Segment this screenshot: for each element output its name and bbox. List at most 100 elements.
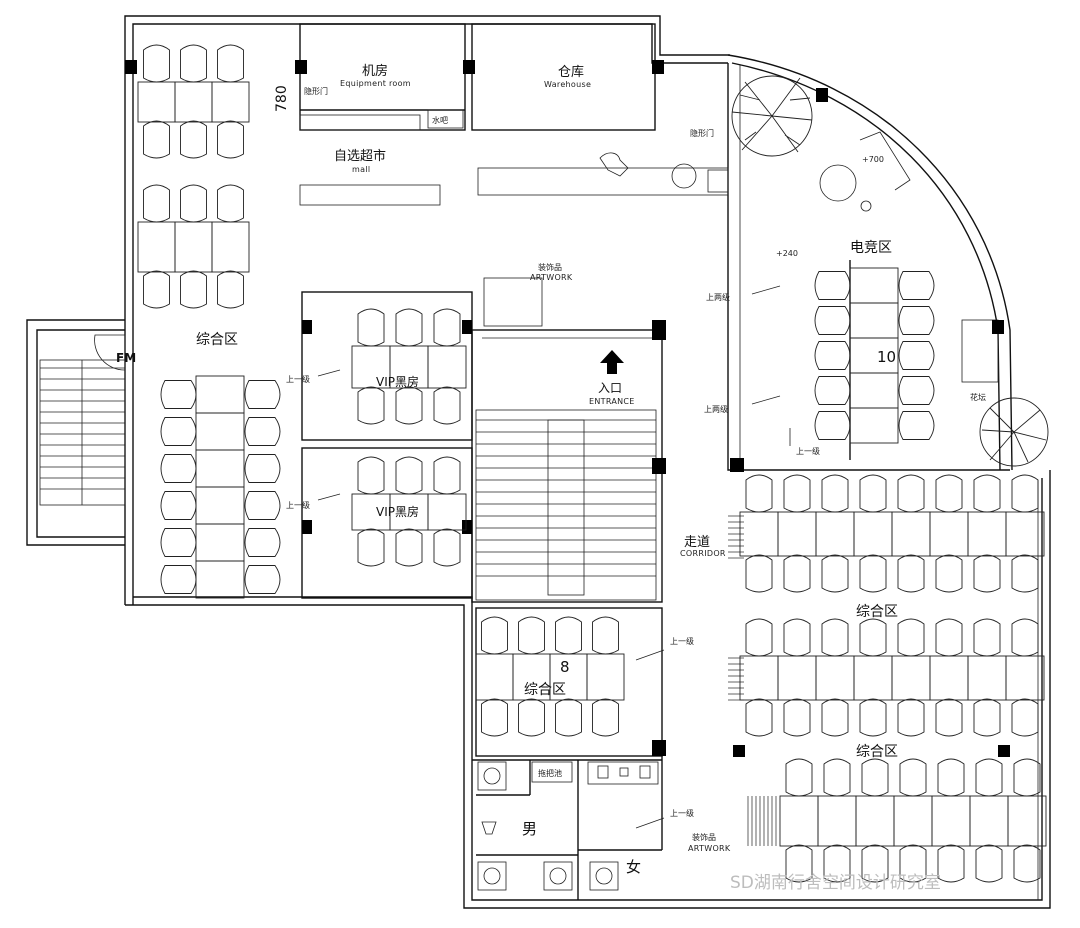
chair [518, 698, 545, 737]
chair [937, 844, 965, 883]
chair [897, 554, 925, 593]
chair [898, 341, 935, 370]
chair [785, 844, 813, 883]
chair [180, 44, 207, 83]
desk-segment [893, 795, 933, 847]
desk-segment [855, 795, 895, 847]
chair [244, 454, 281, 483]
chair [433, 386, 461, 425]
chair [783, 698, 811, 737]
west-stair [39, 359, 126, 506]
chair [481, 698, 508, 737]
chair [821, 474, 849, 513]
chair [160, 417, 197, 446]
chair [143, 44, 170, 83]
artwork-top-cn: 装饰品 [538, 262, 562, 272]
artwork-bottom-cn: 装饰品 [692, 832, 716, 842]
chair [160, 565, 197, 594]
chair [592, 698, 619, 737]
chair [1011, 698, 1039, 737]
chair [357, 386, 385, 425]
chair [975, 844, 1003, 883]
warehouse-title: 仓库 [558, 64, 584, 80]
desk-segment [967, 655, 1007, 701]
chair [935, 554, 963, 593]
chair [244, 565, 281, 594]
desk-segment [815, 511, 855, 557]
outer-walls [26, 15, 1051, 909]
chair [555, 698, 582, 737]
female-restroom-label: 女 [626, 858, 641, 876]
toilet-fixtures [477, 152, 729, 891]
chair [518, 616, 545, 655]
chair [935, 618, 963, 657]
desk-segment [586, 653, 625, 701]
vip-room-2-title: VIP黑房 [376, 504, 419, 519]
desk-segment [195, 375, 245, 414]
chair [357, 308, 385, 347]
central-stair-treads [476, 419, 656, 577]
desk-segment [777, 655, 817, 701]
chair [244, 528, 281, 557]
chair [973, 554, 1001, 593]
vip-room-1-title: VIP黑房 [376, 374, 419, 389]
desk-segment [195, 412, 245, 451]
chair [783, 554, 811, 593]
general-zone-east-2-title: 综合区 [856, 744, 898, 760]
up-one-label-vip2: 上一级 [286, 500, 310, 510]
planter-label: 花坛 [970, 392, 986, 402]
chair [160, 528, 197, 557]
chair [555, 616, 582, 655]
chair [897, 698, 925, 737]
up-one-label-vip1: 上一级 [286, 374, 310, 384]
chair [859, 618, 887, 657]
chair [433, 528, 461, 567]
tree-east [979, 397, 1049, 467]
chair [1011, 618, 1039, 657]
desk-segment [174, 81, 213, 123]
chair [395, 456, 423, 495]
chair [785, 758, 813, 797]
up-two-label-1: 上两级 [706, 292, 730, 302]
chair [861, 758, 889, 797]
structural-columns [125, 60, 1010, 757]
mall-en: mall [352, 165, 370, 174]
desk-segment [427, 345, 467, 389]
corridor-title: 走道 [684, 535, 710, 550]
desk-segment [931, 795, 971, 847]
chair [861, 844, 889, 883]
chair [814, 376, 851, 405]
up-one-label-mid: 上一级 [670, 636, 694, 646]
desk-segment [891, 511, 931, 557]
chair [357, 528, 385, 567]
desk-segment [849, 267, 899, 304]
chair [899, 844, 927, 883]
chair [859, 698, 887, 737]
chair [180, 184, 207, 223]
chair [217, 44, 244, 83]
desk-segment [137, 81, 176, 123]
chair [898, 376, 935, 405]
desk-segment [849, 407, 899, 444]
chair [814, 271, 851, 300]
chair [814, 306, 851, 335]
chair [1013, 758, 1041, 797]
chair [814, 411, 851, 440]
chair [973, 698, 1001, 737]
chair [814, 341, 851, 370]
fm-door-arc [94, 334, 126, 371]
equipment-room-en: Equipment room [340, 79, 411, 88]
chair [783, 618, 811, 657]
desk-segment [849, 302, 899, 339]
mall-title: 自选超市 [334, 148, 386, 164]
desk-segment [967, 511, 1007, 557]
desk-segment [777, 511, 817, 557]
chair [160, 454, 197, 483]
desk-segment [195, 523, 245, 562]
corridor-steps-bottom [747, 796, 777, 846]
entrance-arrow-icon [600, 350, 624, 374]
chair [973, 474, 1001, 513]
entrance-title: 入口 [598, 381, 622, 395]
west-stair-treads [40, 367, 125, 490]
